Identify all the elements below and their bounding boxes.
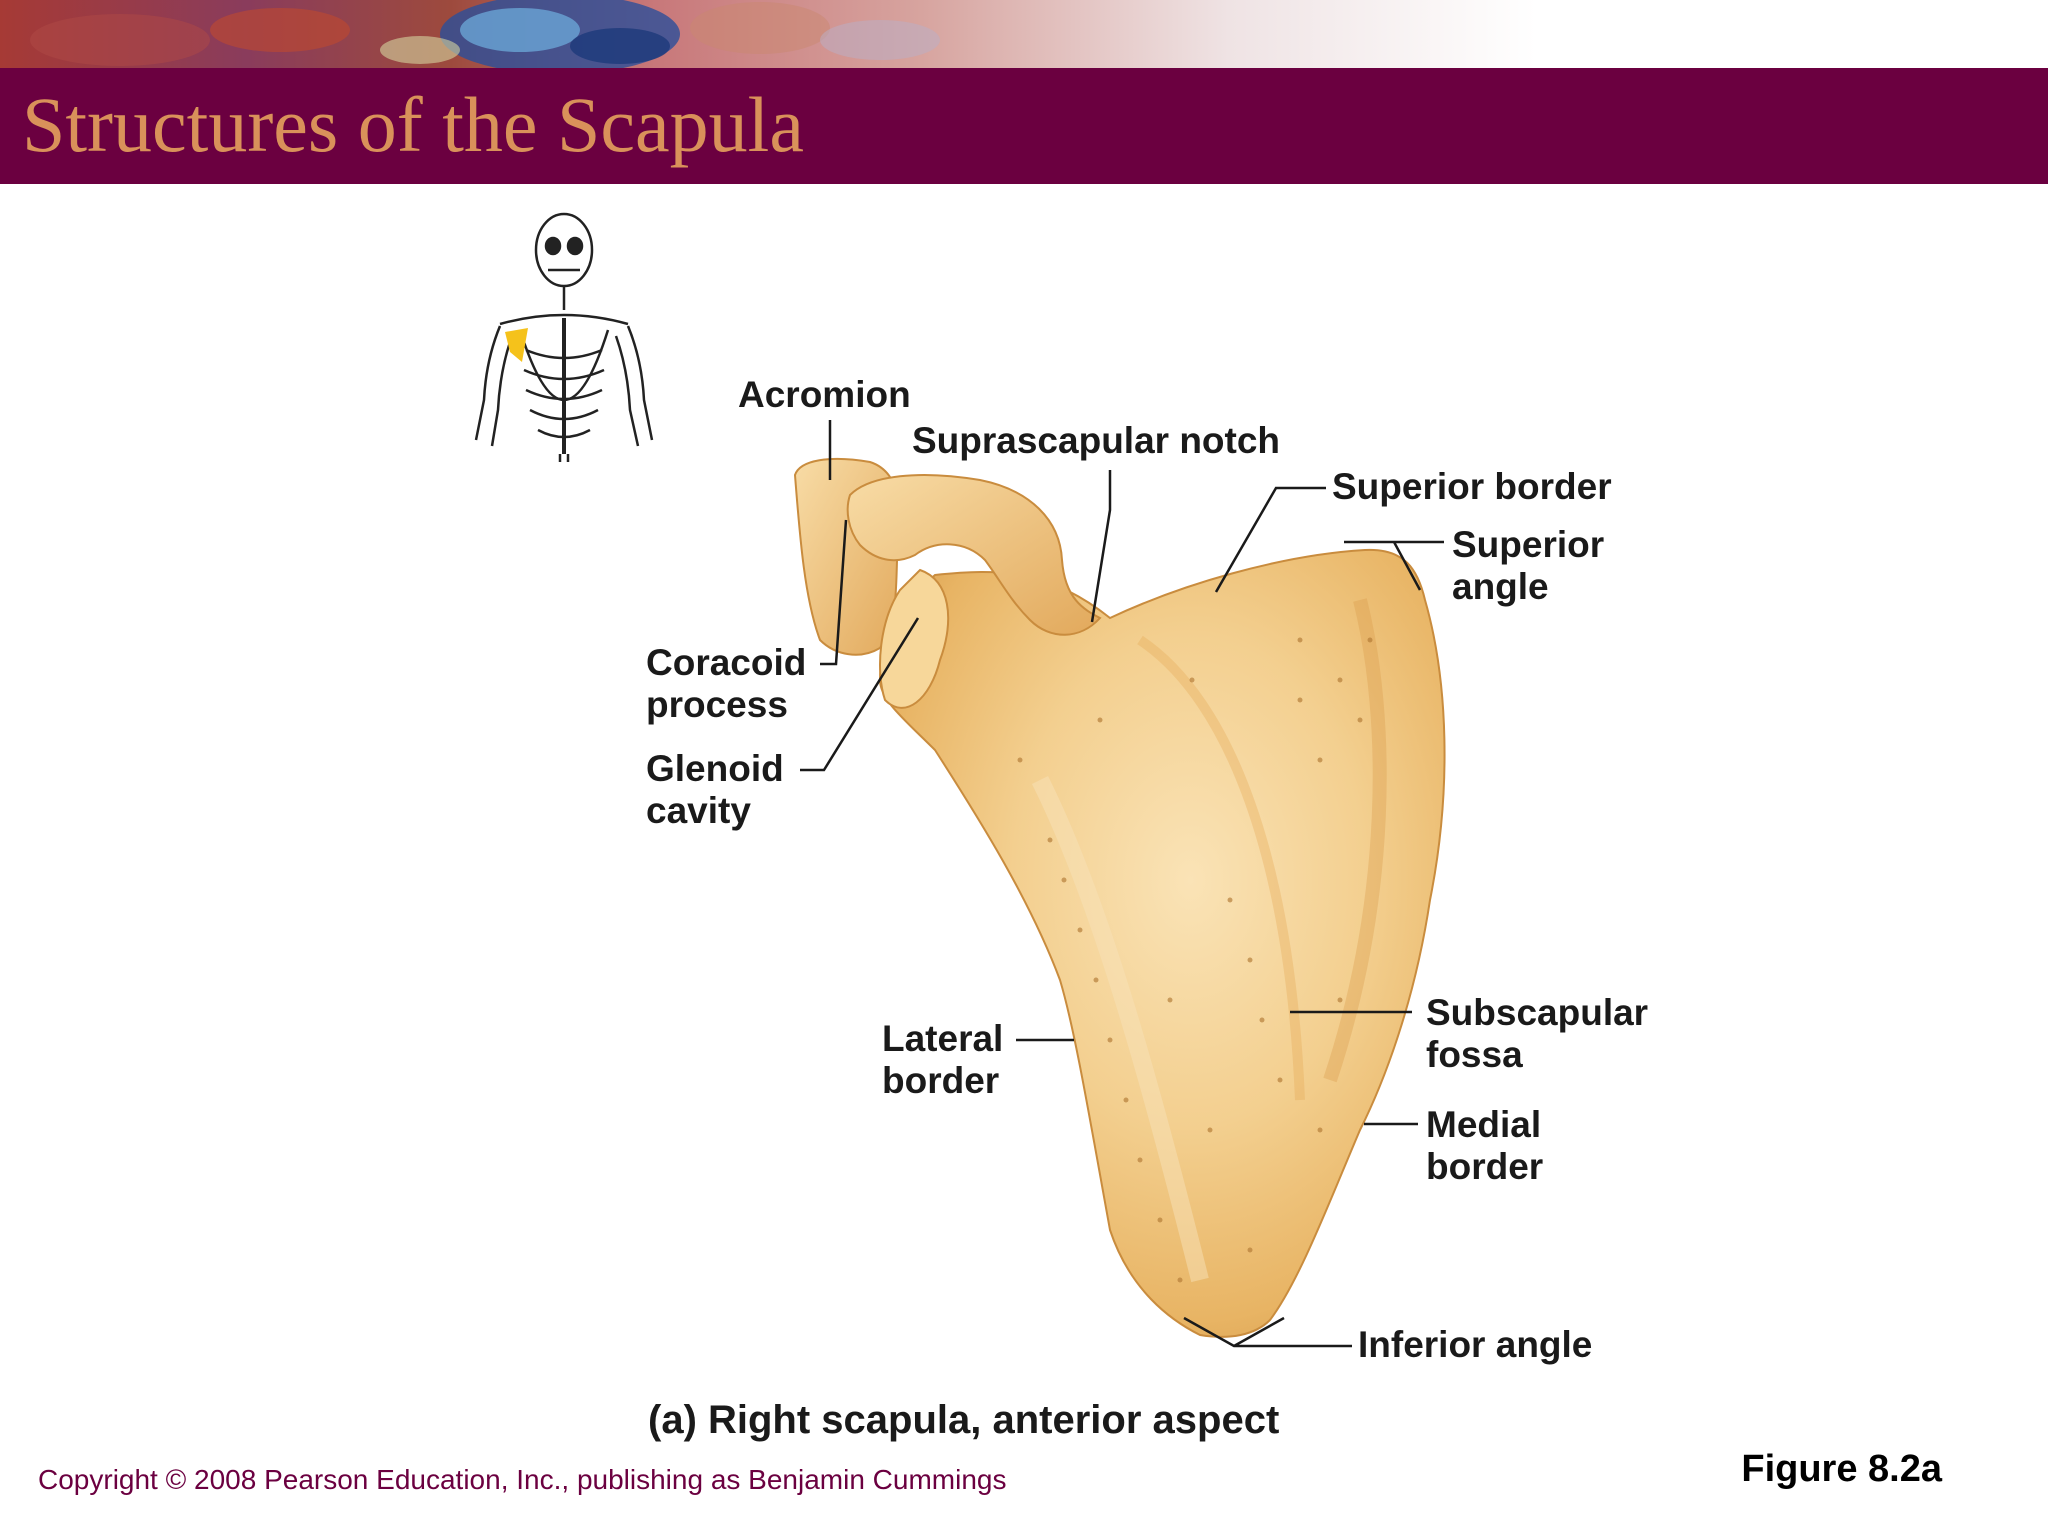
glenoid-cavity-shape [879,568,950,709]
label-glenoid-cavity-line2: cavity [646,790,751,831]
leader-glenoid-cavity [800,617,920,772]
skeleton-thumbnail-icon [474,212,654,462]
label-lateral-border-line2: border [882,1060,1000,1101]
leader-coracoid-process [820,519,848,666]
label-superior-border: Superior border [1332,466,1612,507]
label-coracoid-process-line2: process [646,684,788,725]
label-lateral-border-line1: Lateral [882,1018,1004,1059]
label-lateral-border: Lateral border [882,1018,1003,1102]
page-title: Structures of the Scapula [22,81,804,168]
label-glenoid-cavity-line1: Glenoid [646,748,784,789]
label-coracoid-process: Coracoid process [646,642,806,726]
leader-suprascapular-notch [1090,470,1112,623]
label-medial-border: Medial border [1426,1104,1543,1188]
label-superior-angle-line2: angle [1452,566,1549,607]
label-superior-angle: Superior angle [1452,524,1604,608]
label-coracoid-process-line1: Coracoid [646,642,807,683]
label-glenoid-cavity: Glenoid cavity [646,748,784,832]
label-inferior-angle: Inferior angle [1358,1324,1593,1365]
highlighted-scapula-icon [505,328,528,362]
label-medial-border-line1: Medial [1426,1104,1542,1145]
label-subscapular-fossa: Subscapular fossa [1426,992,1648,1076]
label-subscapular-fossa-line2: fossa [1426,1034,1523,1075]
label-subscapular-fossa-line1: Subscapular [1426,992,1649,1033]
leader-superior-border [1214,486,1326,593]
scapula-body [878,548,1446,1338]
copyright-text: Copyright © 2008 Pearson Education, Inc.… [38,1464,1007,1495]
banner-art [0,0,2048,68]
coracoid-process [846,474,1102,636]
label-acromion: Acromion [738,374,911,415]
label-superior-angle-line1: Superior [1452,524,1605,565]
leader-superior-angle [1344,540,1444,591]
label-medial-border-line2: border [1426,1146,1544,1187]
title-bar: Structures of the Scapula [0,68,2048,184]
leader-inferior-angle [1183,1316,1352,1348]
label-suprascapular-notch: Suprascapular notch [912,420,1281,461]
figure-caption: (a) Right scapula, anterior aspect [648,1398,1280,1442]
figure-reference: Figure 8.2a [1741,1448,1942,1490]
